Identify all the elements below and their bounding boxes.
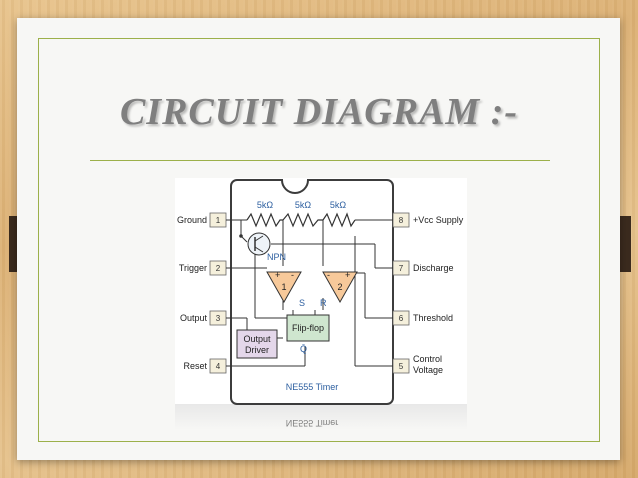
comparator-2: [322, 271, 358, 304]
comparator-1-number: 1: [281, 282, 286, 292]
resistor-1: [246, 212, 283, 228]
pin-number: 7: [399, 264, 404, 273]
flipflop-label: Flip-flop: [292, 323, 324, 333]
right-pin-8: 8: [392, 212, 410, 228]
comparator-2-minus: -: [327, 270, 330, 280]
right-pin-7: 7: [392, 260, 410, 276]
left-pin-1: 1: [209, 212, 227, 228]
resistor-3-label: 5kΩ: [330, 200, 347, 210]
pin-label-vcc: +Vcc Supply: [413, 215, 464, 225]
resistor-2: [282, 212, 323, 228]
npn-transistor: [239, 232, 271, 256]
left-pin-3: 3: [209, 310, 227, 326]
circuit-wires: [226, 219, 393, 367]
right-pin-6: 6: [392, 310, 410, 326]
pin-number: 6: [399, 314, 404, 323]
comparator-2-number: 2: [337, 282, 342, 292]
pin-label-voltage: Voltage: [413, 365, 443, 375]
pin-label-threshold: Threshold: [413, 313, 453, 323]
driver-label-line1: Output: [243, 334, 271, 344]
pin-number: 1: [216, 216, 221, 225]
pin-number: 2: [216, 264, 221, 273]
slide-inner-border: [38, 38, 600, 442]
chip-name-reflection: NE555 Timer: [286, 418, 339, 428]
output-driver-block: [236, 329, 278, 359]
comparator-1: [266, 271, 302, 304]
left-pin-2: 2: [209, 260, 227, 276]
flipflop-q-label: Q̄: [300, 344, 307, 354]
left-pin-4: 4: [209, 358, 227, 374]
comparator-1-minus: -: [291, 270, 294, 280]
pin-label-control: Control: [413, 354, 442, 364]
pin-number: 4: [216, 362, 221, 371]
pin-number: 8: [399, 216, 404, 225]
transistor-label: NPN: [267, 252, 286, 262]
ne555-diagram: 1 2 3 4 8 7 6 5 Ground Trigger Output Re…: [175, 178, 467, 430]
pin-label-ground: Ground: [177, 215, 207, 225]
pin-label-output: Output: [180, 313, 208, 323]
pin-label-discharge: Discharge: [413, 263, 454, 273]
pin-label-trigger: Trigger: [179, 263, 207, 273]
driver-label-line2: Driver: [245, 345, 269, 355]
pin-label-reset: Reset: [183, 361, 207, 371]
right-pin-5: 5: [392, 358, 410, 374]
pin-number: 3: [216, 314, 221, 323]
chip-name: NE555 Timer: [286, 382, 339, 392]
comparator-2-plus: +: [345, 270, 350, 280]
title-underline: [90, 160, 550, 161]
resistor-3: [322, 212, 356, 228]
flip-flop-block: [286, 314, 330, 342]
slide-title: CIRCUIT DIAGRAM :-: [119, 91, 519, 133]
reflection-fade: [175, 404, 467, 430]
resistor-1-label: 5kΩ: [257, 200, 274, 210]
flipflop-s-label: S: [299, 298, 305, 308]
comparator-1-plus: +: [275, 270, 280, 280]
resistor-2-label: 5kΩ: [295, 200, 312, 210]
pin-number: 5: [399, 362, 404, 371]
flipflop-r-label: R: [320, 298, 327, 308]
